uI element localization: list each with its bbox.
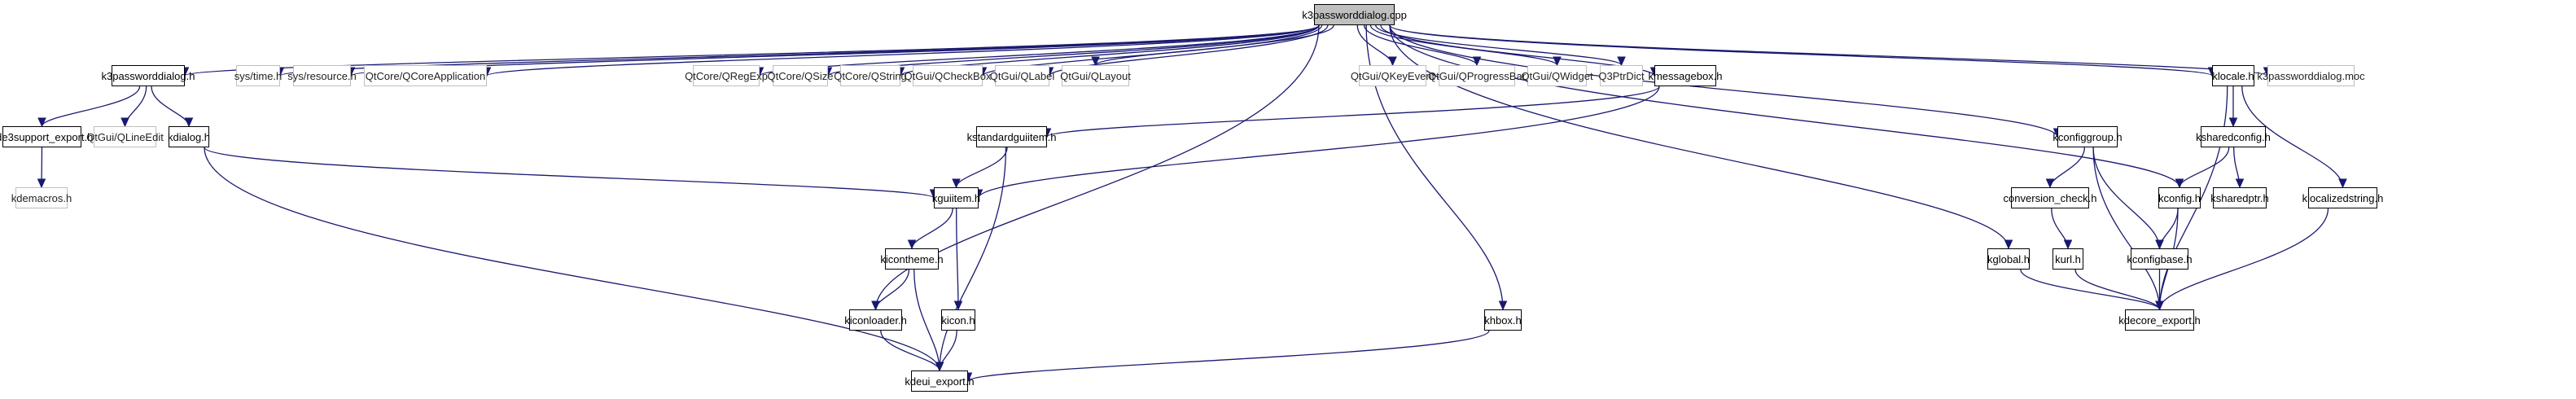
node-qtgui-qprogressbar: QtGui/QProgressBar: [1439, 65, 1515, 86]
arrowhead-icon: [955, 301, 962, 309]
node-k3passworddialog-cpp[interactable]: k3passworddialog.cpp: [1314, 4, 1395, 25]
node-kglobal-h[interactable]: kglobal.h: [1987, 248, 2030, 270]
edge-kconfiggroup_h-to-kdecore_export_h: [2093, 147, 2159, 309]
node-qtgui-qlabel: QtGui/QLabel: [995, 65, 1049, 86]
edge-k3passworddialog_cpp-to-qwidget: [1370, 25, 1557, 65]
arrowhead-icon: [2339, 179, 2346, 187]
arrowhead-icon: [2047, 179, 2054, 187]
node-qtcore-qregexp: QtCore/QRegExp: [693, 65, 760, 86]
edge-khbox_h-to-kdeui_export_h: [968, 331, 1489, 381]
arrowhead-icon: [2156, 240, 2163, 248]
node-qtcore-qcoreapplication: QtCore/QCoreApplication: [364, 65, 487, 86]
arrowhead-icon: [38, 118, 46, 126]
edge-kstandardguiitem_h-to-kguiitem_h: [957, 147, 1008, 187]
node-klocalizedstring-h[interactable]: klocalizedstring.h: [2308, 187, 2377, 208]
node-kdecore-export-h[interactable]: kdecore_export.h: [2125, 309, 2194, 331]
edge-kconfiggroup_h-to-conversion_check_h: [2050, 147, 2084, 187]
node-kdeui-export-h[interactable]: kdeui_export.h: [911, 370, 968, 392]
edge-k3passworddialog_cpp-to-qkeyevent: [1357, 25, 1392, 65]
node-kconfigbase-h[interactable]: kconfigbase.h: [2131, 248, 2188, 270]
arrowhead-icon: [186, 118, 193, 126]
node-qtgui-qcheckbox: QtGui/QCheckBox: [913, 65, 983, 86]
node-qtcore-qsize: QtCore/QSize: [773, 65, 828, 86]
edge-kstandardguiitem_h-to-kdeui_export_h: [940, 147, 1005, 370]
arrowhead-icon: [1500, 301, 1507, 309]
node-kicontheme-h[interactable]: kicontheme.h: [885, 248, 939, 270]
arrowhead-icon: [1389, 57, 1396, 65]
node-sys-time-h: sys/time.h: [236, 65, 280, 86]
node-qtgui-qwidget: QtGui/QWidget: [1527, 65, 1587, 86]
node-qtgui-qlineedit: QtGui/QLineEdit: [94, 126, 156, 147]
node-q3ptrdict: Q3PtrDict: [1600, 65, 1643, 86]
arrowhead-icon: [2236, 179, 2244, 187]
node-kconfig-h[interactable]: kconfig.h: [2158, 187, 2201, 208]
node-kicon-h[interactable]: kicon.h: [941, 309, 975, 331]
node-klocale-h[interactable]: klocale.h: [2212, 65, 2254, 86]
arrowhead-icon: [909, 240, 916, 248]
node-kdemacros-h: kdemacros.h: [15, 187, 68, 208]
node-k3passworddialog-h[interactable]: k3passworddialog.h: [112, 65, 185, 86]
node-sys-resource-h: sys/resource.h: [293, 65, 351, 86]
node-kguiitem-h[interactable]: kguiitem.h: [934, 187, 979, 208]
node-kiconloader-h[interactable]: kiconloader.h: [849, 309, 902, 331]
node-kurl-h[interactable]: kurl.h: [2052, 248, 2083, 270]
edge-kmessagebox_h-to-kstandardguiitem_h: [1047, 86, 1659, 137]
arrowhead-icon: [2230, 118, 2237, 126]
node-kdialog-h[interactable]: kdialog.h: [169, 126, 209, 147]
arrowhead-icon: [121, 118, 129, 126]
node-kde3support-export-h[interactable]: kde3support_export.h: [2, 126, 81, 147]
node-qtgui-qkeyevent: QtGui/QKeyEvent: [1359, 65, 1426, 86]
edge-kdialog_h-to-kdeui_export_h: [204, 147, 940, 370]
edge-k3passworddialog_cpp-to-sys_resource_h: [351, 25, 1319, 76]
node-kstandardguiitem-h[interactable]: kstandardguiitem.h: [976, 126, 1047, 147]
edge-k3passworddialog_h-to-qlineedit: [125, 86, 147, 126]
arrowhead-icon: [1618, 57, 1625, 65]
node-k3passworddialog-moc: k3passworddialog.moc: [2267, 65, 2355, 86]
edge-kicontheme_h-to-kiconloader_h: [876, 270, 909, 309]
node-kconfiggroup-h[interactable]: kconfiggroup.h: [2057, 126, 2118, 147]
node-ksharedptr-h[interactable]: ksharedptr.h: [2213, 187, 2267, 208]
arrowhead-icon: [2065, 240, 2072, 248]
node-khbox-h[interactable]: khbox.h: [1484, 309, 1522, 331]
edge-ksharedconfig_h-to-kconfig_h: [2180, 147, 2229, 187]
arrowhead-icon: [38, 179, 46, 187]
edge-k3passworddialog_h-to-kdialog_h: [151, 86, 189, 126]
edge-kdialog_h-to-kguiitem_h: [204, 147, 934, 198]
edge-kguiitem_h-to-kicon_h: [957, 208, 958, 309]
edge-kglobal_h-to-kdecore_export_h: [2021, 270, 2160, 309]
arrowhead-icon: [2005, 240, 2013, 248]
node-kmessagebox-h[interactable]: kmessagebox.h: [1654, 65, 1716, 86]
arrowhead-icon: [872, 301, 879, 309]
edge-kguiitem_h-to-kicontheme_h: [912, 208, 953, 248]
node-ksharedconfig-h[interactable]: ksharedconfig.h: [2201, 126, 2266, 147]
node-qtcore-qstring: QtCore/QString: [840, 65, 900, 86]
node-qtgui-qlayout: QtGui/QLayout: [1062, 65, 1129, 86]
node-conversion-check-h[interactable]: conversion_check.h: [2011, 187, 2089, 208]
